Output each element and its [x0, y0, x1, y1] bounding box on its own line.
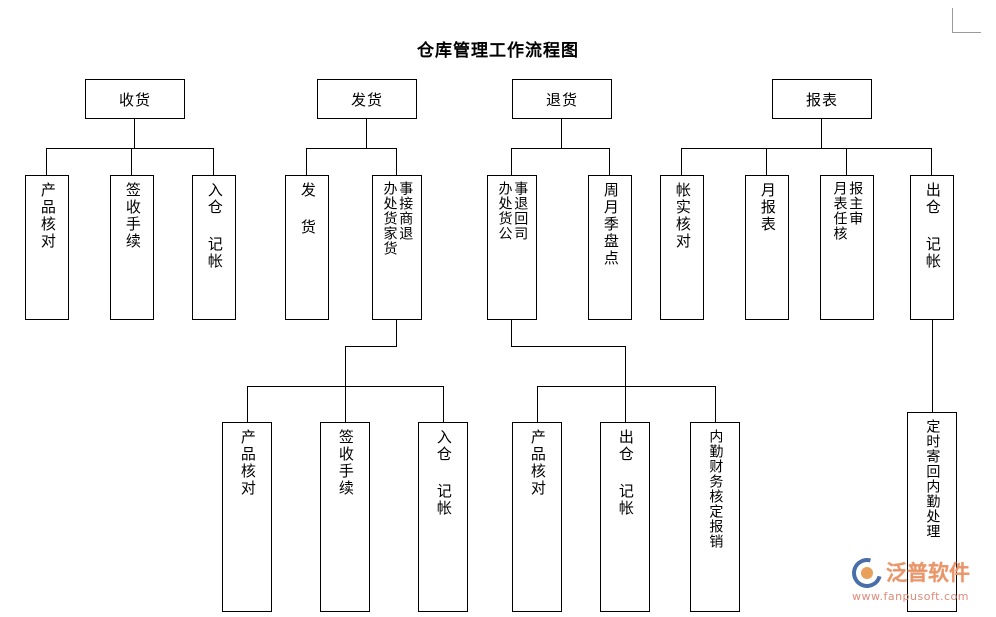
connector-returns-bus [511, 148, 610, 149]
box-returns[interactable]: 退货 [512, 79, 612, 119]
connector-reports-to-out [931, 148, 932, 175]
connector-retcompany-drop [625, 346, 626, 386]
connector-returns-to-stocktake [609, 148, 610, 175]
connector-shipret-to-check [247, 386, 248, 422]
connector-shipping-stem [366, 119, 367, 148]
box-reports-label: 报表 [805, 90, 838, 109]
box-ret-finance[interactable]: 内勤财务核定报销 [690, 422, 740, 612]
box-ret-out-label: 出仓 记帐 [616, 429, 635, 517]
box-ship-return[interactable]: 事接商退 办处货家货 [372, 175, 422, 320]
box-ret-company-labels: 事退回司 办处货公 [496, 181, 529, 241]
connector-returns-stem [561, 119, 562, 148]
connector-receiving-to-sign [131, 148, 132, 175]
box-rep-monthly[interactable]: 月报表 [745, 175, 789, 320]
connector-reports-to-approval [846, 148, 847, 175]
box-ship-return-labels: 事接商退 办处货家货 [381, 181, 414, 256]
box-ship-ret-in[interactable]: 入仓 记帐 [418, 422, 468, 612]
box-ship-ret-check[interactable]: 产品核对 [222, 422, 272, 612]
box-rep-monthly-label: 月报表 [758, 182, 777, 233]
connector-receiving-to-in [213, 148, 214, 175]
box-ret-out[interactable]: 出仓 记帐 [600, 422, 650, 612]
box-receiving[interactable]: 收货 [85, 79, 185, 119]
box-ret-finance-label: 内勤财务核定报销 [707, 429, 724, 549]
connector-shipret-to-in [443, 386, 444, 422]
box-ret-check-label: 产品核对 [528, 429, 547, 497]
connector-retcompany-to-out [625, 386, 626, 422]
box-shipping-label: 发货 [350, 90, 383, 109]
connector-retcompany-to-check [537, 386, 538, 422]
box-rep-mail-label: 定时寄回内勤处理 [924, 419, 941, 539]
connector-reports-to-reconcile [681, 148, 682, 175]
page-title: 仓库管理工作流程图 [417, 41, 579, 61]
connector-shipping-to-return [396, 148, 397, 175]
box-ret-check[interactable]: 产品核对 [512, 422, 562, 612]
connector-receiving-to-check [46, 148, 47, 175]
box-rep-approval-labels: 报主审 月表任核 [831, 181, 864, 241]
box-recv-check[interactable]: 产品核对 [25, 175, 69, 320]
box-ret-company[interactable]: 事退回司 办处货公 [487, 175, 537, 320]
box-rep-approval-label-left: 月表任核 [831, 181, 848, 241]
page-corner-mark [952, 8, 981, 33]
box-rep-out[interactable]: 出仓 记帐 [910, 175, 954, 320]
box-ship-out[interactable]: 发 货 [285, 175, 329, 320]
connector-shipret-to-sign [345, 386, 346, 422]
box-ship-ret-sign-label: 签收手续 [336, 429, 355, 497]
connector-retcompany-jog [511, 346, 626, 347]
fanpusoft-logo-icon [846, 552, 888, 594]
box-rep-approval[interactable]: 报主审 月表任核 [820, 175, 874, 320]
box-shipping[interactable]: 发货 [317, 79, 417, 119]
connector-shipret-jog [345, 346, 397, 347]
connector-reports-bus [681, 148, 931, 149]
connector-retcompany-stem [511, 320, 512, 346]
connector-shipping-to-out [306, 148, 307, 175]
box-ship-return-label-left: 办处货家货 [381, 181, 398, 256]
connector-receiving-stem [134, 119, 135, 148]
box-ret-company-label-right: 事退回司 [512, 181, 529, 241]
box-rep-approval-label-right: 报主审 [847, 181, 864, 226]
box-rep-reconcile[interactable]: 帐实核对 [660, 175, 704, 320]
box-ship-ret-check-label: 产品核对 [238, 429, 257, 497]
box-recv-check-label: 产品核对 [38, 182, 57, 250]
box-ship-ret-in-label: 入仓 记帐 [434, 429, 453, 517]
connector-reports-stem [821, 119, 822, 148]
box-returns-label: 退货 [545, 90, 578, 109]
box-recv-in-label: 入仓 记帐 [205, 182, 224, 270]
box-ret-stocktake[interactable]: 周月季盘点 [588, 175, 632, 320]
box-reports[interactable]: 报表 [772, 79, 872, 119]
box-ship-out-label: 发 货 [298, 182, 317, 236]
connector-shipret-drop [345, 346, 346, 386]
connector-shipping-bus [306, 148, 397, 149]
connector-reports-to-monthly [766, 148, 767, 175]
connector-repout-to-mail [932, 320, 933, 412]
box-ship-ret-sign[interactable]: 签收手续 [320, 422, 370, 612]
box-rep-mail[interactable]: 定时寄回内勤处理 [907, 412, 957, 612]
box-rep-reconcile-label: 帐实核对 [673, 182, 692, 250]
box-ret-company-label-left: 办处货公 [496, 181, 513, 241]
connector-shipret-stem [396, 320, 397, 346]
connector-retcompany-bus [537, 386, 716, 387]
box-rep-out-label: 出仓 记帐 [923, 182, 942, 270]
box-recv-sign[interactable]: 签收手续 [110, 175, 154, 320]
box-ship-return-label-right: 事接商退 [397, 181, 414, 241]
connector-retcompany-to-finance [715, 386, 716, 422]
box-recv-in[interactable]: 入仓 记帐 [192, 175, 236, 320]
connector-receiving-bus [46, 148, 214, 149]
connector-returns-to-company [511, 148, 512, 175]
box-receiving-label: 收货 [118, 90, 151, 109]
box-ret-stocktake-label: 周月季盘点 [601, 182, 620, 267]
box-recv-sign-label: 签收手续 [123, 182, 142, 250]
